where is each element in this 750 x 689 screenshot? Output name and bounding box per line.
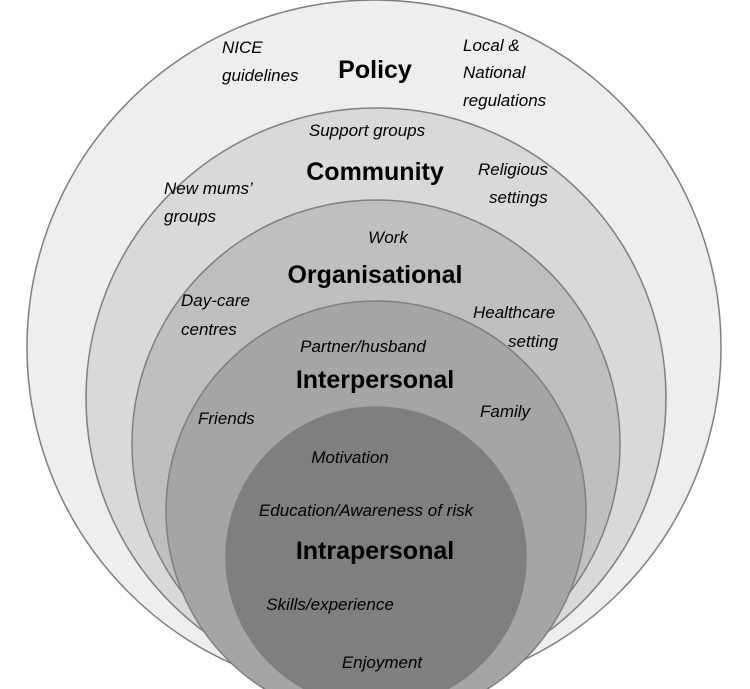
motivation-label: Motivation — [311, 448, 388, 467]
intrapersonal-title: Intrapersonal — [296, 537, 454, 565]
support-groups-label: Support groups — [309, 121, 426, 140]
regulations-label-line1: Local & — [463, 36, 520, 55]
new-mums-groups-line1: New mums’ — [164, 179, 253, 198]
day-care-centres-line1: Day-care — [181, 291, 250, 310]
policy-title: Policy — [338, 56, 412, 84]
family-label: Family — [480, 402, 532, 421]
friends-label: Friends — [198, 409, 255, 428]
healthcare-setting-line2: setting — [508, 332, 559, 351]
education-awareness-label: Education/Awareness of risk — [259, 501, 475, 520]
interpersonal-title: Interpersonal — [296, 366, 454, 394]
community-title: Community — [306, 158, 444, 186]
partner-husband-label: Partner/husband — [300, 337, 426, 356]
nice-label-line1: NICE — [222, 38, 263, 57]
religious-settings-line1: Religious — [478, 160, 548, 179]
religious-settings-line2: settings — [489, 188, 548, 207]
organisational-title: Organisational — [287, 261, 462, 289]
skills-experience-label: Skills/experience — [266, 595, 394, 614]
new-mums-groups-line2: groups — [164, 207, 216, 226]
work-label: Work — [368, 228, 409, 247]
nice-label-line2: guidelines — [222, 66, 299, 85]
day-care-centres-line2: centres — [181, 320, 237, 339]
regulations-label-line3: regulations — [463, 91, 547, 110]
healthcare-setting-line1: Healthcare — [473, 303, 555, 322]
intrapersonal-ring — [225, 406, 527, 689]
enjoyment-label: Enjoyment — [342, 653, 424, 672]
regulations-label-line2: National — [463, 63, 527, 82]
